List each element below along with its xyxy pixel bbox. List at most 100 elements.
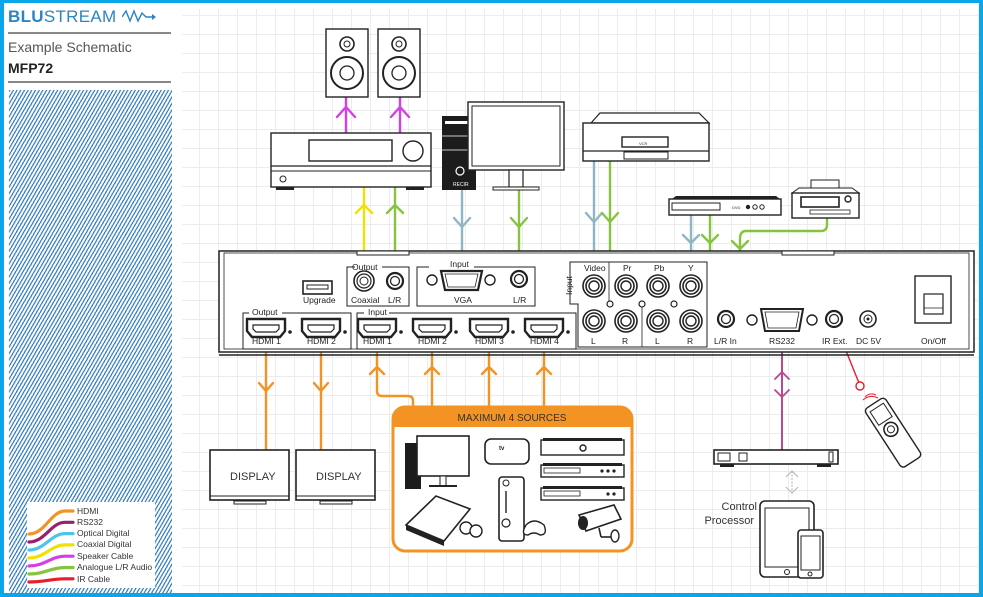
pr-input-port[interactable] bbox=[614, 274, 638, 298]
display-1-label: DISPLAY bbox=[230, 471, 276, 483]
hdmi-input-1-port[interactable] bbox=[356, 317, 398, 339]
brand-logo: BLUSTREAM bbox=[8, 7, 156, 27]
rs232-port[interactable] bbox=[746, 308, 818, 332]
hdmi-input-3-label: HDMI 3 bbox=[475, 336, 504, 346]
ir-remote-icon bbox=[864, 397, 922, 468]
vga-label: VGA bbox=[454, 295, 472, 305]
model-divider bbox=[8, 81, 171, 83]
lr-output-port[interactable] bbox=[385, 271, 405, 291]
legend-swatches bbox=[27, 509, 75, 584]
brand-logo-strong: BLU bbox=[8, 7, 44, 26]
legend-swatch-1 bbox=[27, 520, 75, 544]
control-processor-icon bbox=[713, 449, 839, 467]
speaker-arrow-left bbox=[335, 105, 357, 119]
hdmi-input-2-port[interactable] bbox=[411, 317, 453, 339]
source-stb-icon bbox=[540, 438, 625, 456]
hdmi-in-1-cable bbox=[375, 331, 415, 409]
hdmi-input-4-label: HDMI 4 bbox=[530, 336, 559, 346]
sources-group: MAXIMUM 4 SOURCES tv bbox=[391, 405, 634, 553]
rs232-label: RS232 bbox=[769, 336, 795, 346]
legend-label-analogue: Analogue L/R Audio bbox=[77, 562, 153, 572]
dvd-video-arrow bbox=[681, 233, 701, 245]
lr-in-label: L/R In bbox=[714, 336, 737, 346]
power-label: On/Off bbox=[921, 336, 947, 346]
upgrade-label: Upgrade bbox=[303, 295, 336, 305]
bidirectional-arrow-icon bbox=[785, 470, 799, 494]
hdmi-output-2-port[interactable] bbox=[300, 317, 342, 339]
hdmi-out-1-arrow bbox=[257, 381, 275, 393]
hdmi-output-1-label: HDMI 1 bbox=[252, 336, 281, 346]
source-playstation-icon bbox=[404, 495, 483, 546]
component-pb-label: Pb bbox=[654, 263, 665, 273]
coaxial-label: Coaxial bbox=[351, 295, 379, 305]
control-processor-label-line2: Processor bbox=[704, 515, 754, 527]
dc-power-port[interactable] bbox=[859, 310, 877, 328]
display-2-label: DISPLAY bbox=[316, 471, 362, 483]
audio-l1-label: L bbox=[591, 336, 596, 346]
hdmi-in-1-arrow bbox=[368, 365, 386, 376]
hdmi-input-1-label: HDMI 1 bbox=[363, 336, 392, 346]
legend-swatch-6 bbox=[27, 577, 75, 584]
monitor-icon bbox=[467, 101, 565, 191]
vcr-audio-arrow bbox=[600, 211, 620, 224]
legend-swatch-2 bbox=[27, 532, 75, 552]
hdmi-output-group-label: Output bbox=[252, 307, 278, 317]
display-1-icon bbox=[209, 449, 290, 505]
lr-out-arrow bbox=[385, 203, 405, 215]
lr-in-port[interactable] bbox=[716, 309, 736, 329]
dvd-audio-arrow bbox=[700, 233, 720, 245]
component-pr-label: Pr bbox=[623, 263, 632, 273]
audio-r1-input-port[interactable] bbox=[614, 309, 638, 333]
ir-ext-label: IR Ext. bbox=[822, 336, 848, 346]
legend-swatch-0 bbox=[27, 509, 75, 536]
schematic-diagram: RECIR VCR DVD bbox=[209, 28, 975, 579]
vcr-icon: VCR bbox=[582, 112, 711, 162]
audio-l1-input-port[interactable] bbox=[582, 309, 606, 333]
audio-l2-input-port[interactable] bbox=[646, 309, 670, 333]
source-pc-icon bbox=[405, 435, 470, 489]
audio-output-group-label: Output bbox=[352, 262, 378, 272]
sidebar: BLUSTREAM Example Schematic MFP72 HDMI R… bbox=[6, 3, 172, 593]
speaker-right-icon bbox=[377, 28, 421, 98]
lr-output-label: L/R bbox=[388, 295, 401, 305]
hdmi-input-4-port[interactable] bbox=[523, 317, 565, 339]
ir-ext-port[interactable] bbox=[824, 309, 844, 329]
video-input-port[interactable] bbox=[582, 274, 606, 298]
vga-arrow bbox=[452, 216, 472, 229]
legend-swatch-5 bbox=[27, 565, 75, 576]
cable-legend: HDMI RS232 Optical Digital Coaxial Digit… bbox=[27, 502, 155, 588]
dvd-player-icon: DVD bbox=[668, 196, 782, 216]
audio-r2-input-port[interactable] bbox=[679, 309, 703, 333]
source-camera-icon bbox=[577, 504, 623, 543]
sources-title: MAXIMUM 4 SOURCES bbox=[458, 413, 567, 424]
power-switch[interactable] bbox=[914, 275, 952, 324]
upgrade-usb-port[interactable] bbox=[302, 280, 333, 295]
y-input-port[interactable] bbox=[679, 274, 703, 298]
pb-input-port[interactable] bbox=[646, 274, 670, 298]
hdmi-output-1-port[interactable] bbox=[245, 317, 287, 339]
hdmi-input-3-port[interactable] bbox=[468, 317, 510, 339]
source-appletv-icon: tv bbox=[484, 438, 530, 465]
hdmi-input-group-label: Input bbox=[368, 307, 388, 317]
rs232-arrow-up bbox=[774, 370, 790, 380]
control-processor-label-line1: Control bbox=[722, 501, 757, 513]
vga-input-group-label: Input bbox=[450, 259, 470, 269]
legend-label-rs232: RS232 bbox=[77, 517, 103, 527]
ir-emitter-icon bbox=[855, 381, 865, 391]
rs232-arrow-down bbox=[774, 389, 790, 399]
vga-input-port[interactable] bbox=[426, 269, 496, 292]
dc-label: DC 5V bbox=[856, 336, 881, 346]
hdmi-in-4-arrow bbox=[535, 365, 553, 376]
model-name: MFP72 bbox=[8, 60, 54, 76]
pc-lr-label: L/R bbox=[513, 295, 526, 305]
legend-label-ir: IR Cable bbox=[77, 574, 111, 584]
vcr-label: VCR bbox=[639, 141, 648, 146]
hdmi-input-2-label: HDMI 2 bbox=[418, 336, 447, 346]
tuner-icon bbox=[790, 179, 861, 219]
component-input-group-label: Input bbox=[564, 275, 574, 295]
pc-lr-input-port[interactable] bbox=[509, 269, 529, 289]
coaxial-output-port[interactable] bbox=[353, 270, 375, 292]
coax-arrow bbox=[354, 203, 374, 215]
phone-icon bbox=[797, 529, 824, 579]
mfp72-rear-panel: Upgrade Output Coaxial L/R Input VGA L/R bbox=[218, 250, 975, 356]
